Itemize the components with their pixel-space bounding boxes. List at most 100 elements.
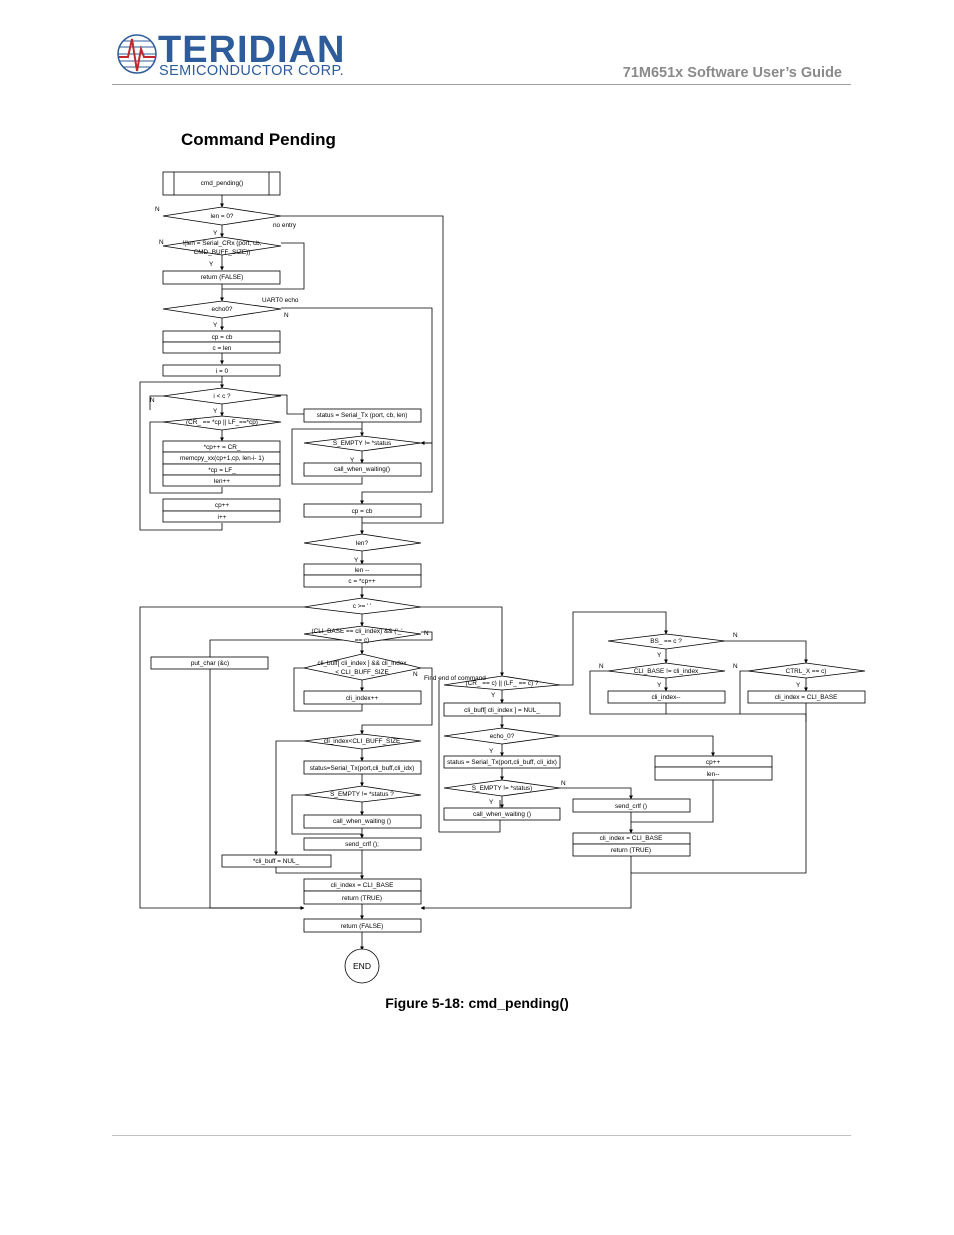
decision-cli-base-ne: CLI_BASE != cli_index [607, 662, 726, 679]
svg-text:return (FALSE): return (FALSE) [341, 923, 384, 930]
decision-sempty-2: S_EMPTY != *status ? [303, 785, 422, 803]
box-status-tx-3: status = Serial_Tx(port,cli_buff, cli_id… [443, 755, 561, 769]
svg-text:len++: len++ [214, 478, 230, 485]
box-cli-index-dec: cli_index-- [607, 690, 726, 704]
decision-cli-buff: cli_buff[ cli_index ] && cli_index < CLI… [303, 653, 422, 681]
svg-text:*cli_buff = NUL_: *cli_buff = NUL_ [253, 858, 300, 865]
svg-text:Y: Y [350, 457, 355, 464]
section-title: Command Pending [181, 130, 336, 149]
decision-cr-lf: (CR_ == *cp || LF_==*cp) [162, 415, 282, 431]
company-logo [116, 33, 158, 75]
svg-text:< CLI_BUFF_SIZE: < CLI_BUFF_SIZE [335, 669, 388, 676]
svg-text:cp = cb: cp = cb [212, 334, 233, 341]
svg-text:N: N [599, 663, 604, 670]
logo-globe-icon [117, 34, 157, 74]
svg-text:BS_ == c ?: BS_ == c ? [650, 638, 682, 645]
svg-text:Y: Y [489, 748, 494, 755]
svg-text:echo0?: echo0? [212, 306, 233, 313]
svg-text:UART0 echo: UART0 echo [262, 297, 299, 304]
svg-text:return (TRUE): return (TRUE) [611, 847, 651, 854]
decision-ctrl-x: CTRL_X == c) [747, 662, 866, 679]
box-i-zero: i = 0 [162, 364, 281, 377]
svg-text:len --: len -- [355, 567, 370, 574]
box-cp-cb-2: cp = cb [303, 503, 422, 518]
box-cp-i-inc: cp++ i++ [162, 498, 281, 523]
svg-text:send_crlf ();: send_crlf (); [345, 841, 379, 848]
box-cp-len-2: cp++ len-- [654, 755, 773, 781]
svg-text:Find end of command: Find end of command [424, 675, 486, 682]
svg-text:N: N [561, 780, 566, 787]
svg-text:cp = cb: cp = cb [352, 508, 373, 515]
svg-text:len?: len? [356, 540, 369, 547]
svg-text:N: N [150, 397, 155, 404]
decision-echo-0: echo_0? [443, 727, 561, 745]
box-status-tx-1: status = Serial_Tx (port, cb, len) [303, 408, 422, 423]
box-cli-index-base-2: cli_index = CLI_BASE return (TRUE) [572, 832, 691, 857]
svg-text:memcpy_xx(cp+1,cp, len-i- 1): memcpy_xx(cp+1,cp, len-i- 1) [180, 455, 264, 462]
svg-text:cli_index<CLI_BUFF_SIZE: cli_index<CLI_BUFF_SIZE [324, 738, 401, 745]
svg-text:== c): == c) [355, 637, 370, 644]
branch-labels: N Y N Y no entry UART0 echo N Y N Y Y Y … [150, 206, 801, 806]
decision-bs: BS_ == c ? [607, 633, 726, 650]
box-cli-index-base-3: cli_index = CLI_BASE [747, 690, 866, 704]
flow-connectors [139, 195, 808, 951]
svg-text:Y: Y [354, 557, 359, 564]
decision-cr-lf-c: (CR_ == c) || (LF_ == c) ? [443, 675, 561, 691]
figure-caption: Figure 5-18: cmd_pending() [385, 995, 569, 1011]
svg-text:*cp = LF_: *cp = LF_ [208, 467, 236, 474]
svg-text:END: END [353, 961, 371, 971]
decision-i-lt-c: i < c ? [162, 387, 282, 405]
svg-text:Y: Y [489, 799, 494, 806]
svg-text:N: N [284, 312, 289, 319]
box-cli-index-inc: cli_index++ [303, 690, 422, 705]
box-status-tx-2: status=Serial_Tx(port,cli_buff,cli_idx) [303, 760, 422, 775]
svg-text:c >= ' ': c >= ' ' [353, 603, 371, 610]
svg-text:Y: Y [796, 682, 801, 689]
box-send-crlf-1: send_crlf (); [303, 837, 422, 851]
svg-text:cli_index++: cli_index++ [346, 695, 379, 702]
decision-serial-rx: !(len = Serial_CRx (port, cb, CMD_BUFF_S… [162, 236, 282, 256]
svg-text:cp++: cp++ [706, 759, 720, 766]
svg-text:S_EMPTY != *status): S_EMPTY != *status) [472, 785, 532, 792]
box-cp-c-assign: cp = cb c = len [162, 330, 281, 354]
svg-text:call_when_waiting (): call_when_waiting () [333, 818, 391, 825]
box-call-wait-2: call_when_waiting () [303, 814, 422, 829]
svg-text:c = len: c = len [212, 345, 231, 352]
decision-cli-index-lt: cli_index<CLI_BUFF_SIZE [303, 733, 422, 750]
svg-text:CMD_BUFF_SIZE)): CMD_BUFF_SIZE)) [194, 249, 251, 256]
svg-text:send_crlf (): send_crlf () [615, 803, 647, 810]
svg-text:*cp++ = CR_: *cp++ = CR_ [204, 444, 241, 451]
svg-text:len = 0?: len = 0? [211, 213, 234, 220]
svg-text:Y: Y [213, 408, 218, 415]
svg-text:N: N [413, 671, 418, 678]
svg-text:echo_0?: echo_0? [490, 733, 515, 740]
svg-text:N: N [733, 663, 738, 670]
svg-text:cp++: cp++ [215, 502, 229, 509]
svg-text:i < c ?: i < c ? [213, 393, 231, 400]
svg-text:call_when_waiting(): call_when_waiting() [334, 466, 390, 473]
svg-text:return (FALSE): return (FALSE) [201, 274, 244, 281]
svg-text:cli_index--: cli_index-- [651, 694, 680, 701]
svg-text:S_EMPTY != *status ?: S_EMPTY != *status ? [330, 791, 394, 798]
box-return-false-2: return (FALSE) [303, 918, 422, 933]
decision-len-zero: len = 0? [162, 206, 282, 226]
box-call-wait-3: call_when_waiting () [443, 807, 561, 821]
box-cli-index-base-1: cli_index = CLI_BASE return (TRUE) [303, 878, 422, 905]
svg-text:N: N [155, 206, 160, 213]
svg-text:!(len = Serial_CRx (port, cb,: !(len = Serial_CRx (port, cb, [182, 240, 261, 247]
svg-text:c = *cp++: c = *cp++ [348, 578, 375, 585]
company-division: SEMICONDUCTOR CORP. [159, 63, 345, 79]
svg-text:cli_index = CLI_BASE: cli_index = CLI_BASE [600, 835, 663, 842]
svg-text:Y: Y [491, 692, 496, 699]
svg-text:return (TRUE): return (TRUE) [342, 895, 382, 902]
svg-text:cli_index = CLI_BASE: cli_index = CLI_BASE [775, 694, 838, 701]
svg-text:i++: i++ [218, 514, 227, 521]
svg-text:no entry: no entry [273, 222, 297, 229]
box-put-char: put_char (&c) [150, 656, 269, 670]
svg-text:i = 0: i = 0 [216, 368, 229, 375]
box-call-wait-1: call_when_waiting() [303, 462, 422, 477]
decision-echo0: echo0? [162, 300, 282, 319]
svg-text:Y: Y [209, 261, 214, 268]
svg-text:put_char (&c): put_char (&c) [191, 660, 229, 667]
